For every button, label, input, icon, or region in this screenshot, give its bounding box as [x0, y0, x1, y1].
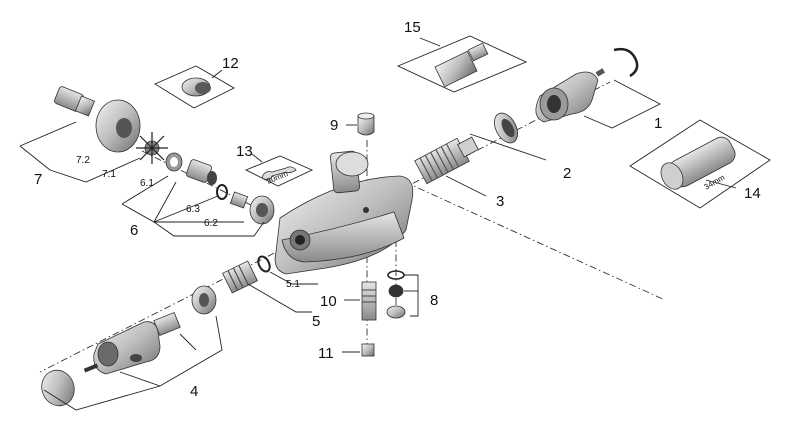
screw-icon: [595, 68, 605, 77]
spindle-icon: [191, 285, 217, 315]
label-7-2: 7.2: [76, 155, 90, 166]
diverter-handle-4-group: [41, 285, 223, 411]
label-9: 9: [330, 117, 338, 134]
label-7-1: 7.1: [102, 169, 116, 180]
inset-box-15: [396, 35, 528, 93]
cap-4-icon: [41, 369, 75, 407]
s-union-icon: [54, 86, 96, 117]
cartridge-5-icon: [222, 260, 258, 294]
label-6-2: 6.2: [204, 218, 218, 229]
handle-cap-icon: [613, 47, 639, 78]
mixer-body: [274, 150, 414, 275]
cartridge-3-icon: [414, 136, 479, 185]
label-6-3: 6.3: [186, 204, 200, 215]
diverter-handle-icon: [93, 321, 161, 375]
wall-connection-7-group: [19, 86, 168, 183]
screw-4-icon: [83, 363, 99, 373]
right-handle-group: [535, 47, 661, 129]
label-8: 8: [430, 292, 438, 309]
seal-star-icon: [136, 132, 168, 164]
label-10: 10: [320, 293, 337, 310]
thermo-cartridge-icon: [434, 42, 489, 88]
aerator-10-icon: [361, 281, 377, 321]
inset-box-12: [154, 65, 235, 109]
label-6: 6: [130, 222, 138, 239]
label-2: 2: [563, 165, 571, 182]
leader-lines: [211, 37, 737, 197]
label-6-1: 6.1: [140, 178, 154, 189]
wrench-icon: [261, 166, 297, 180]
oring-5-1-icon: [257, 255, 271, 273]
inset-box-13: 30mm: [244, 155, 314, 187]
nut-6-icon: [186, 159, 217, 185]
mounting-tool-icon: [660, 136, 736, 190]
plug-9-icon: [357, 112, 375, 136]
label-15: 15: [404, 19, 421, 36]
check-valve-6-group: [121, 152, 275, 237]
label-11: 11: [318, 345, 334, 362]
label-5-1: 5.1: [286, 279, 300, 290]
diverter-5-group: [222, 255, 318, 313]
seal-set-8-group: [386, 270, 419, 319]
label-1: 1: [654, 115, 662, 132]
label-12: 12: [222, 55, 239, 72]
adapter-nut-icon: [181, 77, 211, 97]
seal-6-1-icon: [165, 152, 183, 172]
label-14: 14: [744, 185, 761, 202]
temperature-handle-icon: [535, 71, 599, 123]
insert-11-icon: [361, 343, 375, 357]
oring-6-3-icon: [216, 184, 228, 200]
ring-2-icon: [494, 112, 518, 144]
label-7: 7: [34, 171, 42, 188]
rosette-icon: [95, 99, 141, 153]
label-3: 3: [496, 193, 504, 210]
label-5: 5: [312, 313, 320, 330]
valve-6-2-icon: [229, 191, 275, 225]
label-4: 4: [190, 383, 198, 400]
label-13: 13: [236, 143, 253, 160]
